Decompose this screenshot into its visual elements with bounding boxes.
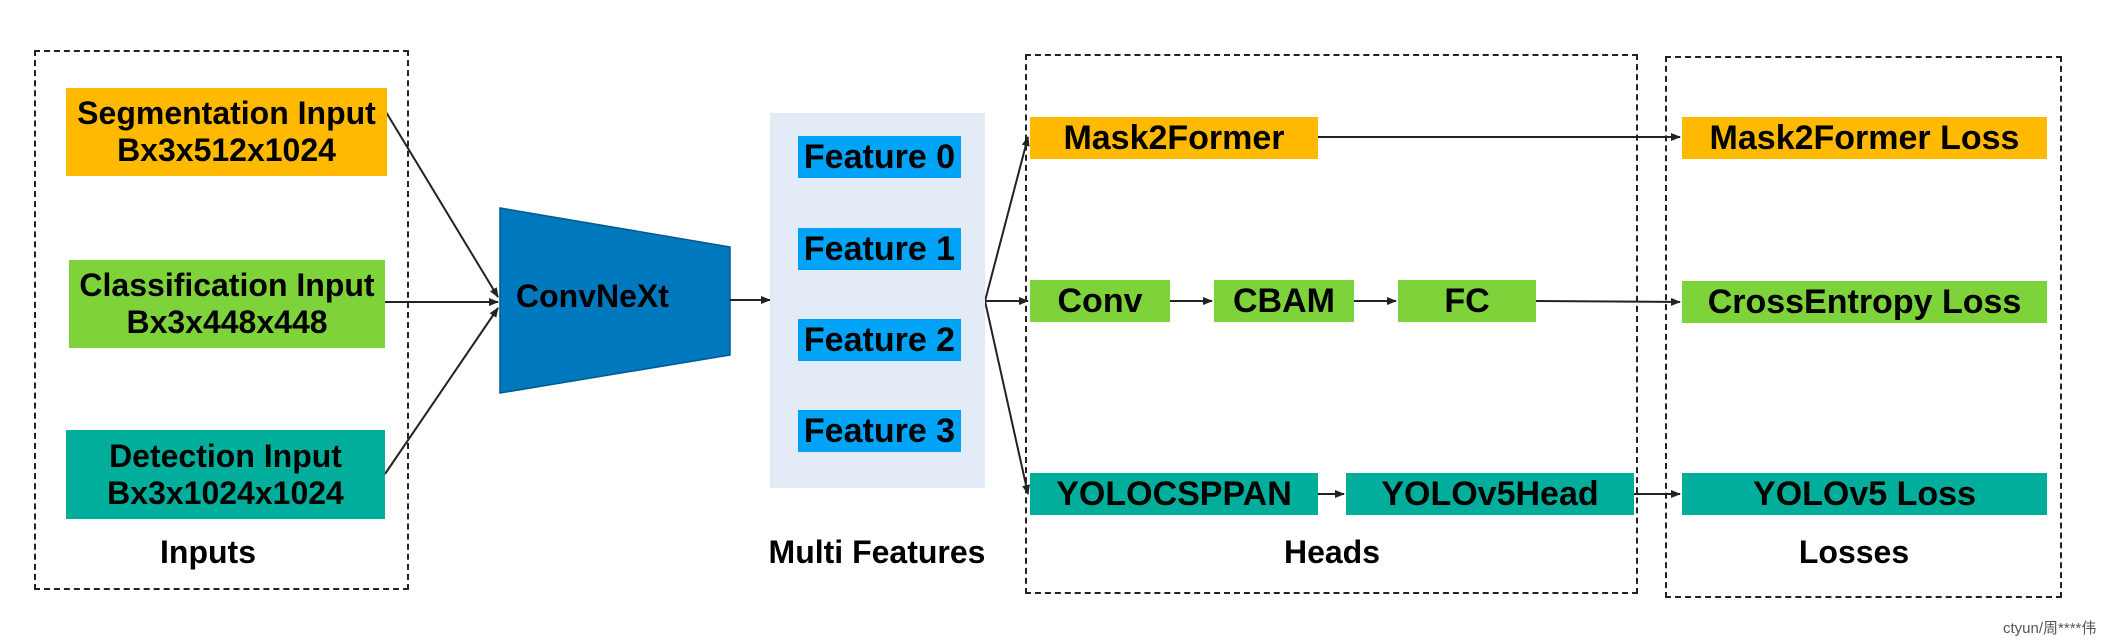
segmentation-input-box: Segmentation Input Bx3x512x1024 [66,88,387,176]
classification-input-label: Classification Input [79,267,375,304]
arrow-fc-to-loss [1535,297,1681,306]
losses-caption: Losses [1798,534,1910,570]
heads-caption: Heads [1283,534,1381,570]
inputs-group [34,50,409,590]
inputs-caption: Inputs [160,534,256,570]
fc-head: FC [1398,280,1536,322]
mask2former-loss: Mask2Former Loss [1682,117,2047,159]
convnext-label: ConvNeXt [516,278,669,314]
feature-2: Feature 2 [798,319,961,361]
classification-input-box: Classification Input Bx3x448x448 [69,260,385,348]
watermark: ctyun/周****伟 [2003,620,2097,637]
detection-input-shape: Bx3x1024x1024 [107,474,344,511]
feature-0: Feature 0 [798,136,961,178]
detection-input-label: Detection Input [109,437,342,474]
conv-head: Conv [1030,280,1170,322]
arrow-features-to-mask2former [984,136,1030,302]
segmentation-input-shape: Bx3x512x1024 [117,132,336,168]
detection-input-box: Detection Input Bx3x1024x1024 [66,430,385,519]
cbam-head: CBAM [1214,280,1354,322]
arrow-seg-to-backbone [385,111,499,298]
arrow-features-to-yolocsppan [984,300,1030,495]
feature-1: Feature 1 [798,228,961,270]
segmentation-input-label: Segmentation Input [77,95,376,132]
classification-input-shape: Bx3x448x448 [126,304,328,340]
yolov5head-head: YOLOv5Head [1346,473,1634,515]
arrow-det-to-backbone [384,307,499,475]
mask2former-head: Mask2Former [1030,117,1318,159]
yolocsppan-head: YOLOCSPPAN [1030,473,1318,515]
losses-group [1665,56,2062,598]
multi-features-caption: Multi Features [768,534,986,570]
feature-3: Feature 3 [798,410,961,452]
yolov5-loss: YOLOv5 Loss [1682,473,2047,515]
crossentropy-loss: CrossEntropy Loss [1682,281,2047,323]
heads-group [1025,54,1638,594]
convnext-block [499,207,731,394]
